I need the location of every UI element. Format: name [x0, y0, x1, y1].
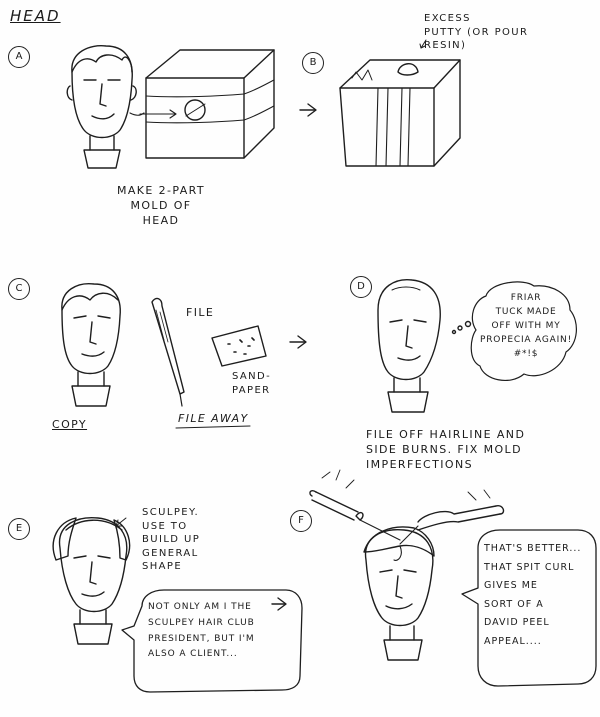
caption-a: MAKE 2-PART MOLD OF HEAD — [116, 184, 206, 227]
head-sculpey-e — [52, 517, 131, 645]
thought-bubble-d — [451, 281, 577, 382]
head-finished-f — [363, 526, 435, 661]
speech-text-f: THAT'S BETTER... THAT SPIT CURL GIVES ME… — [484, 543, 582, 647]
file-label: FILE — [186, 306, 215, 319]
filled-mold-b — [339, 39, 461, 167]
mold-box-a — [139, 49, 275, 159]
step-letter-a: A — [8, 46, 30, 68]
step-letter-f: F — [290, 510, 312, 532]
speech-bubble-e — [121, 589, 303, 693]
note-b: EXCESS PUTTY (OR POUR RESIN) — [424, 13, 529, 51]
arrow-a-to-b — [299, 103, 317, 117]
sandpaper-label: SAND- PAPER — [232, 371, 272, 396]
thought-text-d: FRIAR TUCK MADE OFF WITH MY PROPECIA AGA… — [480, 293, 572, 359]
copy-label: COPY — [52, 418, 88, 431]
head-sketch-c — [61, 283, 121, 407]
step-letter-d: D — [350, 276, 372, 298]
file-away-label: FILE AWAY — [178, 412, 249, 425]
page-title: HEAD — [10, 7, 61, 25]
speech-text-e: NOT ONLY AM I THE SCULPEY HAIR CLUB PRES… — [148, 602, 255, 660]
speech-bubble-f — [461, 529, 597, 687]
bald-head-d — [377, 279, 441, 413]
step-letter-b: B — [302, 52, 324, 74]
arrow-c-to-d — [289, 335, 307, 349]
note-e: SCULPEY. USE TO BUILD UP GENERAL SHAPE — [142, 507, 201, 572]
step-letter-c: C — [8, 278, 30, 300]
head-sketch-a — [66, 45, 145, 169]
sculpting-tools — [309, 469, 505, 545]
sandpaper — [211, 325, 267, 367]
caption-d: FILE OFF HAIRLINE AND SIDE BURNS. FIX MO… — [366, 428, 526, 471]
file-tool — [151, 297, 185, 407]
arrow-e-to-f — [271, 597, 287, 611]
file-away-underline — [175, 425, 251, 429]
step-letter-e: E — [8, 518, 30, 540]
